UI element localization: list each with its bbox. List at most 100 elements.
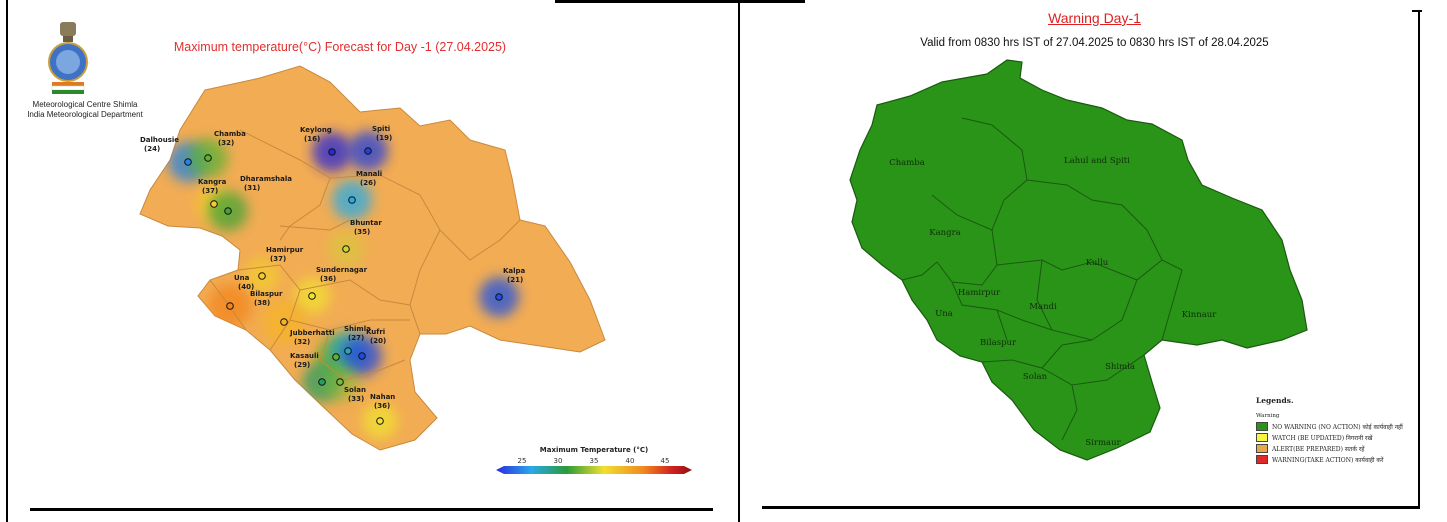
station-temperature: (35) (354, 228, 370, 236)
colorbar-tick: 30 (554, 457, 563, 465)
legend-title: Legends. (1256, 396, 1294, 405)
legend-item-watch: WATCH (BE UPDATED) निगरानी रखें (1256, 432, 1446, 443)
district-label: Kinnaur (1182, 310, 1218, 320)
station-marker[interactable] (258, 272, 266, 280)
station-temperature: (32) (218, 139, 234, 147)
district-label: Una (935, 309, 953, 319)
station-marker[interactable] (184, 158, 192, 166)
station-marker[interactable] (224, 207, 232, 215)
station-name: Bilaspur (250, 290, 283, 298)
colorbar-title: Maximum Temperature (°C) (540, 446, 648, 454)
state-land (139, 65, 606, 451)
warning-title: Warning Day-1 (1048, 10, 1141, 26)
station-name: Una (234, 274, 250, 282)
state-land-warning (849, 59, 1308, 461)
station-temperature: (36) (374, 402, 390, 410)
top-border (555, 0, 805, 3)
district-label: Shimla (1105, 362, 1135, 372)
temperature-forecast-panel: Meteorological Centre Shimla India Meteo… (0, 0, 740, 522)
station-name: Dharamshala (240, 175, 292, 183)
station-name: Dalhousie (140, 136, 179, 144)
warning-panel: Warning Day-1 Valid from 0830 hrs IST of… (742, 0, 1447, 522)
station-marker[interactable] (308, 292, 316, 300)
station-temperature: (31) (244, 184, 260, 192)
legend-label: ALERT(BE PREPARED) सतर्क रहें (1272, 445, 1365, 453)
warning-legend: Legends. Warning NO WARNING (NO ACTION) … (1256, 396, 1446, 465)
imd-emblem-icon (48, 22, 88, 94)
temperature-map[interactable]: Dalhousie(24)Chamba(32)Keylong(16)Spiti(… (0, 0, 740, 522)
district-boundaries-warning (901, 117, 1183, 441)
station-temperature: (40) (238, 283, 254, 291)
right-border (1418, 10, 1420, 508)
station-name: Kufri (366, 328, 385, 336)
station-name: Kasauli (290, 352, 319, 360)
station-marker[interactable] (328, 148, 336, 156)
district-labels: Chamba Lahul and SpitiKangraKulluHamirpur… (889, 156, 1217, 448)
legend-item-alert: ALERT(BE PREPARED) सतर्क रहें (1256, 443, 1446, 454)
warning-validity: Valid from 0830 hrs IST of 27.04.2025 to… (920, 37, 1269, 49)
legend-label: NO WARNING (NO ACTION) कोई कार्यवाही नही… (1272, 423, 1403, 431)
station-marker[interactable] (495, 293, 503, 301)
station-marker[interactable] (210, 200, 218, 208)
legend-swatch-red (1256, 455, 1268, 464)
legend-swatch-yellow (1256, 433, 1268, 442)
station-name: Nahan (370, 393, 395, 401)
station-marker[interactable] (204, 154, 212, 162)
district-label: Kullu (1086, 258, 1109, 268)
station-marker[interactable] (336, 378, 344, 386)
station-temperature: (20) (370, 337, 386, 345)
station-marker[interactable] (348, 196, 356, 204)
station-temperature: (37) (270, 255, 286, 263)
colorbar-tick: 35 (590, 457, 599, 465)
org-line-2: India Meteorological Department (27, 110, 143, 119)
colorbar-tick: 45 (661, 457, 670, 465)
district-label: Lahul and Spiti (1064, 156, 1130, 166)
station-temperature: (32) (294, 338, 310, 346)
station-name: Sundernagar (316, 266, 368, 274)
district-boundaries (209, 129, 521, 381)
district-label: Chamba (889, 158, 925, 168)
colorbar-tick: 25 (518, 457, 527, 465)
station-name: Solan (344, 386, 366, 394)
station-temperature: (26) (360, 179, 376, 187)
legend-label: WATCH (BE UPDATED) निगरानी रखें (1272, 434, 1373, 442)
station-marker[interactable] (364, 147, 372, 155)
legend-swatch-green (1256, 422, 1268, 431)
station-temperature: (21) (507, 276, 523, 284)
station-temperature: (16) (304, 135, 320, 143)
warning-map[interactable]: Chamba Lahul and SpitiKangraKulluHamirpur… (742, 0, 1447, 522)
district-label: Mandi (1029, 302, 1057, 312)
temperature-map-title: Maximum temperature(°C) Forecast for Day… (173, 40, 507, 54)
station-marker[interactable] (318, 378, 326, 386)
station-marker[interactable] (226, 302, 234, 310)
station-marker[interactable] (344, 347, 352, 355)
station-marker[interactable] (376, 417, 384, 425)
district-label: Solan (1023, 372, 1048, 382)
station-temperature: (29) (294, 361, 310, 369)
station-name: Jubberhatti (289, 329, 335, 337)
station-marker[interactable] (332, 353, 340, 361)
station-marker[interactable] (358, 352, 366, 360)
station-name: Kalpa (503, 267, 526, 275)
legend-swatch-orange (1256, 444, 1268, 453)
legend-item-warning: WARNING(TAKE ACTION) कार्यवाही करें (1256, 454, 1446, 465)
org-line-1: Meteorological Centre Shimla (32, 100, 138, 109)
district-label: Kangra (929, 228, 960, 238)
legend-label: WARNING(TAKE ACTION) कार्यवाही करें (1272, 456, 1384, 464)
district-label: Hamirpur (958, 288, 1001, 298)
station-temperature: (36) (320, 275, 336, 283)
station-name: Shimla (344, 325, 371, 333)
station-temperature: (33) (348, 395, 364, 403)
bottom-border (762, 506, 1420, 509)
station-name: Spiti (372, 125, 390, 133)
station-marker[interactable] (280, 318, 288, 326)
station-name: Kangra (198, 178, 227, 186)
right-border-tick (1412, 10, 1422, 12)
station-name: Manali (356, 170, 382, 178)
station-temperature: (19) (376, 134, 392, 142)
station-marker[interactable] (342, 245, 350, 253)
left-border (6, 0, 8, 522)
divider-line (738, 0, 740, 522)
legend-subtitle: Warning (1256, 413, 1280, 419)
bottom-border (30, 508, 713, 511)
